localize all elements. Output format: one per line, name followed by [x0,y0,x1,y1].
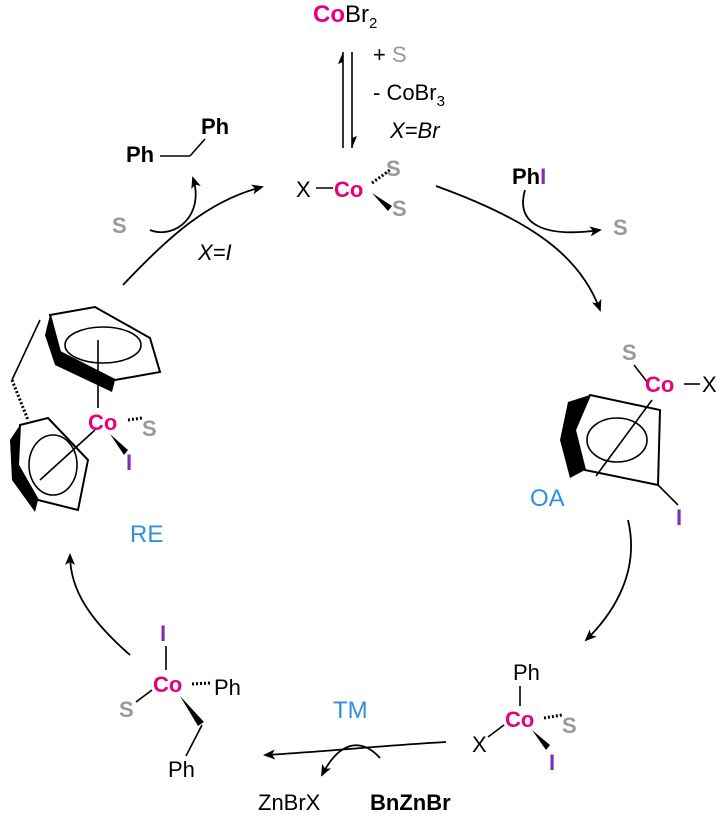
svg-text:Ph: Ph [126,142,154,167]
svg-text:BnZnBr: BnZnBr [370,790,451,815]
svg-text:I: I [676,505,682,530]
bl-complex: I Co S Ph Ph [119,621,241,782]
svg-text:CoBr2: CoBr2 [313,1,377,32]
released-solvent-left: S [112,213,127,238]
oa-complex: S Co X I [560,340,717,530]
svg-text:I: I [126,450,132,475]
arc-to-oa [435,185,602,312]
svg-text:S: S [142,416,157,441]
re-step-label: RE [130,521,163,548]
svg-text:S: S [392,196,407,221]
svg-text:S: S [119,697,134,722]
phi-reagent: PhI [512,164,546,189]
svg-text:Co: Co [334,177,363,202]
svg-text:Co: Co [88,410,117,435]
diphenylmethane-product: Ph Ph [126,114,229,167]
svg-text:Co: Co [505,707,534,732]
svg-text:- CoBr3: - CoBr3 [373,80,445,110]
tm-step-label: TM [333,697,368,724]
arc-to-bl [263,741,447,760]
svg-text:+ S: + S [373,42,407,67]
svg-text:Co: Co [153,672,182,697]
equilibrium-conditions: + S - CoBr3 X=Br [373,42,445,143]
re-complex: Co S I [10,305,162,512]
x-equals-i-label: X=I [197,240,232,265]
cobr2-label: CoBr2 [313,1,377,32]
svg-text:X: X [472,732,487,757]
svg-text:S: S [622,340,637,365]
equilibrium-arrows [338,52,357,148]
svg-text:Co: Co [645,372,674,397]
arc-to-center [122,184,264,286]
arc-phi-in [522,189,602,237]
oa-step-label: OA [530,485,565,512]
svg-text:X: X [296,177,311,202]
svg-text:Ph: Ph [513,660,540,685]
tm-reagents: ZnBrX BnZnBr [258,790,451,815]
arc-to-tm [584,519,632,642]
svg-text:Ph: Ph [214,675,241,700]
released-solvent-right: S [613,215,628,240]
svg-text:I: I [160,621,166,646]
co-x-s2-complex: X Co S S [296,156,407,221]
arc-product-release [149,176,201,234]
svg-text:S: S [386,156,401,181]
svg-text:X: X [702,372,717,397]
svg-text:Ph: Ph [168,757,195,782]
svg-text:PhI: PhI [512,164,546,189]
svg-text:S: S [562,713,577,738]
svg-text:X=Br: X=Br [389,118,441,143]
arc-to-re [65,553,131,656]
svg-text:I: I [549,750,555,775]
svg-text:Ph: Ph [201,114,229,139]
arc-tm-reagents [321,744,381,777]
svg-text:ZnBrX: ZnBrX [258,790,321,815]
tm-complex: Ph Co X S I [472,660,577,775]
